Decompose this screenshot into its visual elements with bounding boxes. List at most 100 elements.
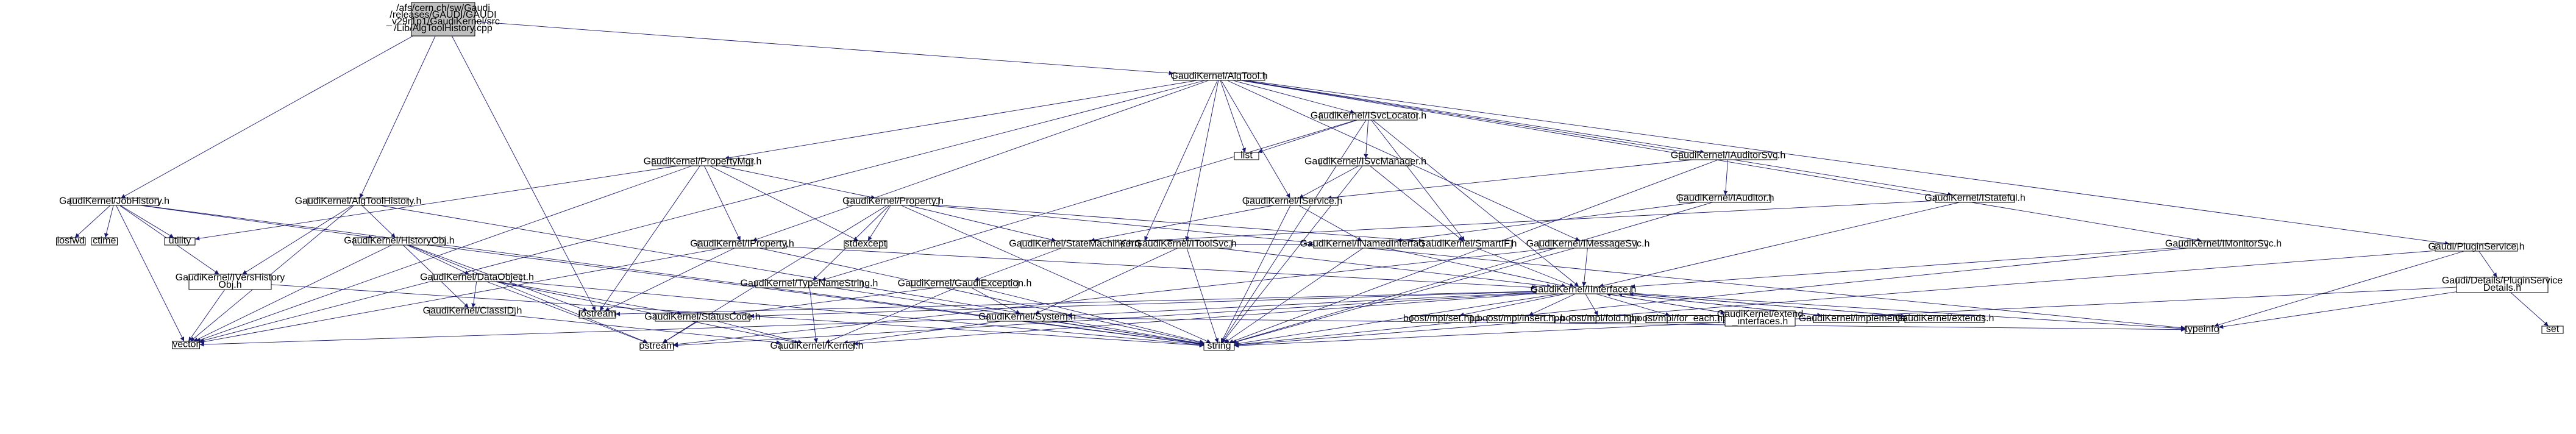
edge-pluginservicedetails-to-typeinfo: [2218, 291, 2457, 329]
node-label: iosfwd: [57, 235, 85, 246]
node-propertymgr[interactable]: GaudiKernel/PropertyMgr.h: [644, 156, 762, 166]
edge-dataobject-to-string: [516, 281, 1204, 347]
node-stdexcept[interactable]: stdexcept: [844, 238, 888, 249]
node-boostforeach[interactable]: boost/mpl/for_each.hpp: [1631, 313, 1733, 324]
node-label: GaudiKernel/IInterface.h: [1531, 284, 1636, 294]
node-iauditorsvc[interactable]: GaudiKernel/IAuditorSvc.h: [1671, 150, 1786, 160]
edge-itoolsvc-to-iinterface: [1217, 247, 1552, 288]
edge-root-to-algtool: [474, 21, 1174, 76]
node-istateful[interactable]: GaudiKernel/IStateful.h: [1924, 193, 2025, 203]
node-algtool[interactable]: GaudiKernel/AlgTool.h: [1170, 71, 1267, 81]
node-typeinfo[interactable]: typeinfo: [2185, 324, 2219, 334]
node-gaudiexception[interactable]: GaudiKernel/GaudiException.h: [898, 278, 1032, 288]
edge-jobhistory-to-utility: [120, 205, 174, 238]
node-label: GaudiKernel/StatusCode.h: [644, 311, 760, 322]
node-box: [2541, 326, 2564, 334]
node-svclocator[interactable]: GaudiKernel/ISvcLocator.h: [1311, 110, 1426, 121]
edge-jobhistory-to-vector: [116, 205, 185, 342]
node-root[interactable]: /afs/cern.ch/sw/Gaudi/releases/GAUDI/GAU…: [386, 2, 500, 37]
node-implements[interactable]: GaudiKernel/implements.h: [1799, 313, 1914, 324]
node-boostset[interactable]: boost/mpl/set.hpp: [1403, 313, 1480, 324]
node-classid[interactable]: GaudiKernel/ClassID.h: [423, 305, 522, 316]
node-box: [1645, 315, 1720, 323]
node-iinterface[interactable]: GaudiKernel/IInterface.h: [1531, 284, 1636, 294]
edge-algtool-to-list: [1220, 80, 1246, 153]
node-string[interactable]: string: [1203, 341, 1235, 351]
node-algtoolhistory[interactable]: GaudiKernel/AlgToolHistory.h: [295, 196, 422, 206]
node-iproperty[interactable]: GaudiKernel/IProperty.h: [690, 238, 794, 249]
edge-extendinterfaces-to-iinterface: [1606, 292, 1726, 313]
node-iauditor[interactable]: GaudiKernel/IAuditor.h: [1676, 193, 1774, 203]
node-isvcmanager[interactable]: GaudiKernel/ISvcManager.h: [1304, 156, 1426, 166]
node-imonitorsvc[interactable]: GaudiKernel/IMonitorSvc.h: [2165, 238, 2282, 249]
node-property[interactable]: GaudiKernel/Property.h: [842, 196, 944, 206]
edge-root-to-algtoolhistory: [359, 35, 436, 199]
node-box: [1679, 194, 1771, 203]
node-boostinsert[interactable]: boost/mpl/insert.hpp: [1477, 313, 1565, 324]
edge-algtool-to-propertymgr: [724, 80, 1197, 160]
node-vector[interactable]: vector: [172, 339, 200, 349]
node-label: _interfaces.h: [1732, 316, 1788, 327]
node-typenamestring[interactable]: GaudiKernel/TypeNameString.h: [741, 278, 878, 288]
node-label: GaudiKernel/ISvcLocator.h: [1311, 110, 1426, 121]
node-pluginservice[interactable]: Gaudi/PluginService.h: [2428, 241, 2524, 252]
node-ostream[interactable]: ostream: [639, 341, 675, 351]
edge-algtool-to-imonitorsvc: [1240, 80, 2202, 243]
edge-statuscode-to-kernel: [717, 321, 803, 344]
edge-isvcmanager-to-smartif: [1370, 165, 1464, 241]
edge-pluginservice-to-string: [1234, 250, 2436, 347]
edge-system-to-string: [1051, 321, 1204, 346]
edge-iinterface-to-string: [1234, 293, 1560, 346]
node-iservice[interactable]: GaudiKernel/IService.h: [1242, 196, 1343, 206]
node-kernel[interactable]: GaudiKernel/Kernel.h: [770, 341, 864, 351]
node-label: boost/mpl/fold.hpp: [1560, 313, 1640, 324]
node-label: ostream: [639, 341, 675, 351]
node-label: Gaudi/Details/PluginService: [2442, 276, 2563, 286]
node-ctime[interactable]: ctime: [91, 235, 118, 246]
edge-iinterface-to-boostset: [1459, 293, 1566, 317]
edges: [74, 21, 2549, 348]
node-label: /afs/cern.ch/sw/Gaudi: [396, 3, 490, 13]
edge-isvcmanager-to-string: [1222, 165, 1363, 343]
node-inamedinterface[interactable]: GaudiKernel/INamedInterface.h: [1300, 238, 1437, 249]
node-box: [1904, 315, 1985, 323]
edge-statuscode-to-ostream: [662, 321, 697, 343]
edge-system-to-vector: [199, 318, 988, 347]
node-historyobj[interactable]: GaudiKernel/HistoryObj.h: [344, 235, 454, 246]
edge-historyobj-to-string: [427, 244, 1204, 346]
edge-historyobj-to-vector: [193, 244, 392, 342]
node-smartif[interactable]: GaudiKernel/SmartIF.h: [1418, 238, 1517, 249]
edge-iproperty-to-vector: [199, 247, 722, 344]
node-boostfold[interactable]: boost/mpl/fold.hpp: [1560, 313, 1640, 324]
node-set[interactable]: set: [2541, 324, 2564, 334]
node-list[interactable]: list: [1234, 150, 1259, 160]
node-iosfwd[interactable]: iosfwd: [56, 235, 86, 246]
edge-algtool-to-iauditorsvc: [1242, 80, 1705, 154]
node-box: [1679, 152, 1777, 160]
node-imessagesvc[interactable]: GaudiKernel/IMessageSvc.h: [1526, 238, 1650, 249]
node-extends[interactable]: GaudiKernel/extends.h: [1895, 313, 1994, 324]
node-box: [1935, 194, 2015, 203]
node-extendinterfaces[interactable]: GaudiKernel/extend_interfaces.h: [1717, 309, 1803, 327]
node-statemachine[interactable]: GaudiKernel/StateMachine.h: [1009, 238, 1134, 249]
edge-jobhistory-to-iosfwd: [74, 205, 111, 238]
node-box: [1139, 240, 1232, 249]
node-label: typeinfo: [2185, 324, 2219, 334]
node-box: [780, 343, 854, 350]
node-system[interactable]: GaudiKernel/System.h: [978, 311, 1076, 322]
node-itoolsvc[interactable]: GaudiKernel/IToolSvc.h: [1134, 238, 1236, 249]
node-utility[interactable]: utility: [164, 235, 196, 246]
node-jobhistory[interactable]: GaudiKernel/JobHistory.h: [59, 196, 169, 206]
node-label: GaudiKernel/TypeNameString.h: [741, 278, 878, 288]
node-box: [1724, 310, 1796, 327]
node-label: GaudiKernel/IStateful.h: [1924, 193, 2025, 203]
node-dataobject[interactable]: GaudiKernel/DataObject.h: [420, 272, 534, 282]
node-statuscode[interactable]: GaudiKernel/StatusCode.h: [644, 311, 760, 322]
edge-imessagesvc-to-iinterface: [1582, 247, 1588, 287]
node-box: [2435, 243, 2518, 252]
node-label: GaudiKernel/IProperty.h: [690, 238, 794, 249]
node-label: GaudiKernel/IToolSvc.h: [1134, 238, 1236, 249]
node-iostream[interactable]: iostream: [578, 308, 616, 319]
